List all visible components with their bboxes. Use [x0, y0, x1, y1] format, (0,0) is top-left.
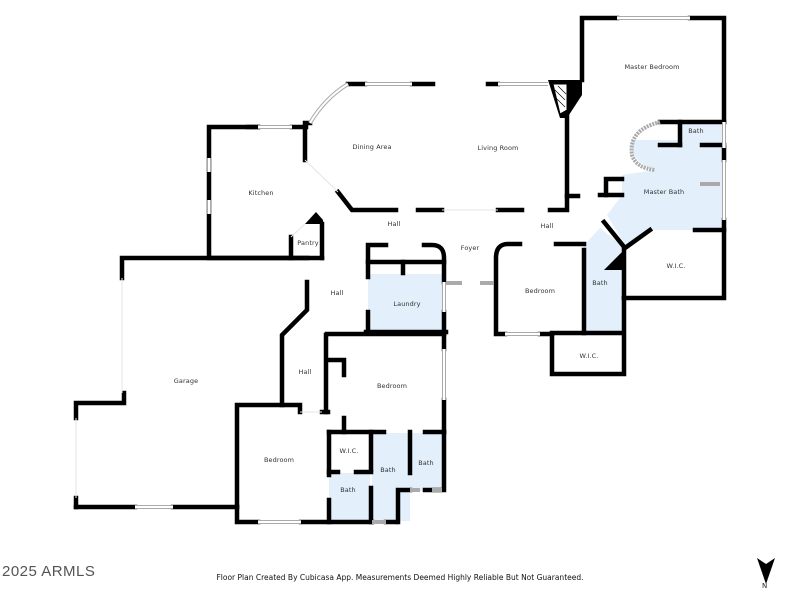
copyright-watermark: 2025 ARMLS	[2, 563, 96, 580]
room-label-master-wic: W.I.C.	[666, 262, 686, 270]
room-label-bath-lower-mid: Bath	[380, 466, 396, 474]
windows	[135, 16, 726, 524]
room-label-hall-lower: Hall	[298, 368, 312, 376]
room-label-master-bath-toilet: Bath	[688, 127, 704, 135]
room-label-bath-lower-left: Bath	[340, 486, 356, 494]
room-label-bedroom-lower-left: Bedroom	[263, 456, 295, 464]
disclaimer-label: Floor Plan Created By Cubicasa App. Meas…	[216, 573, 584, 582]
north-arrow-icon	[757, 558, 775, 584]
fireplace-icon	[552, 83, 568, 115]
room-label-garage: Garage	[173, 377, 199, 385]
room-label-pantry: Pantry	[297, 239, 319, 247]
room-label-bedroom-center-right: Bedroom	[524, 287, 556, 295]
room-label-laundry: Laundry	[393, 300, 421, 308]
wet-room-fills	[329, 122, 724, 521]
room-label-dining-area: Dining Area	[352, 143, 392, 151]
room-label-foyer: Foyer	[460, 244, 480, 252]
room-label-hall-mid: Hall	[330, 289, 344, 297]
room-label-hall-upper-left: Hall	[387, 220, 401, 228]
room-label-master-bedroom: Master Bedroom	[624, 63, 680, 71]
room-label-bedroom-lower-center: Bedroom	[376, 382, 408, 390]
openings	[75, 159, 498, 498]
room-label-master-bath: Master Bath	[643, 188, 685, 196]
room-label-bath-lower-right: Bath	[418, 459, 434, 467]
room-label-wic-center-right: W.I.C.	[579, 352, 599, 360]
room-label-living-room: Living Room	[477, 144, 519, 152]
room-label-wic-lower: W.I.C.	[339, 447, 359, 455]
room-label-hall-upper-right: Hall	[540, 222, 554, 230]
room-label-kitchen: Kitchen	[248, 189, 274, 197]
walls	[73, 15, 727, 525]
room-label-bath-center-right: Bath	[592, 279, 608, 287]
disclaimer-text: Floor Plan Created By Cubicasa App. Meas…	[0, 573, 800, 582]
compass-label: N	[762, 582, 768, 590]
